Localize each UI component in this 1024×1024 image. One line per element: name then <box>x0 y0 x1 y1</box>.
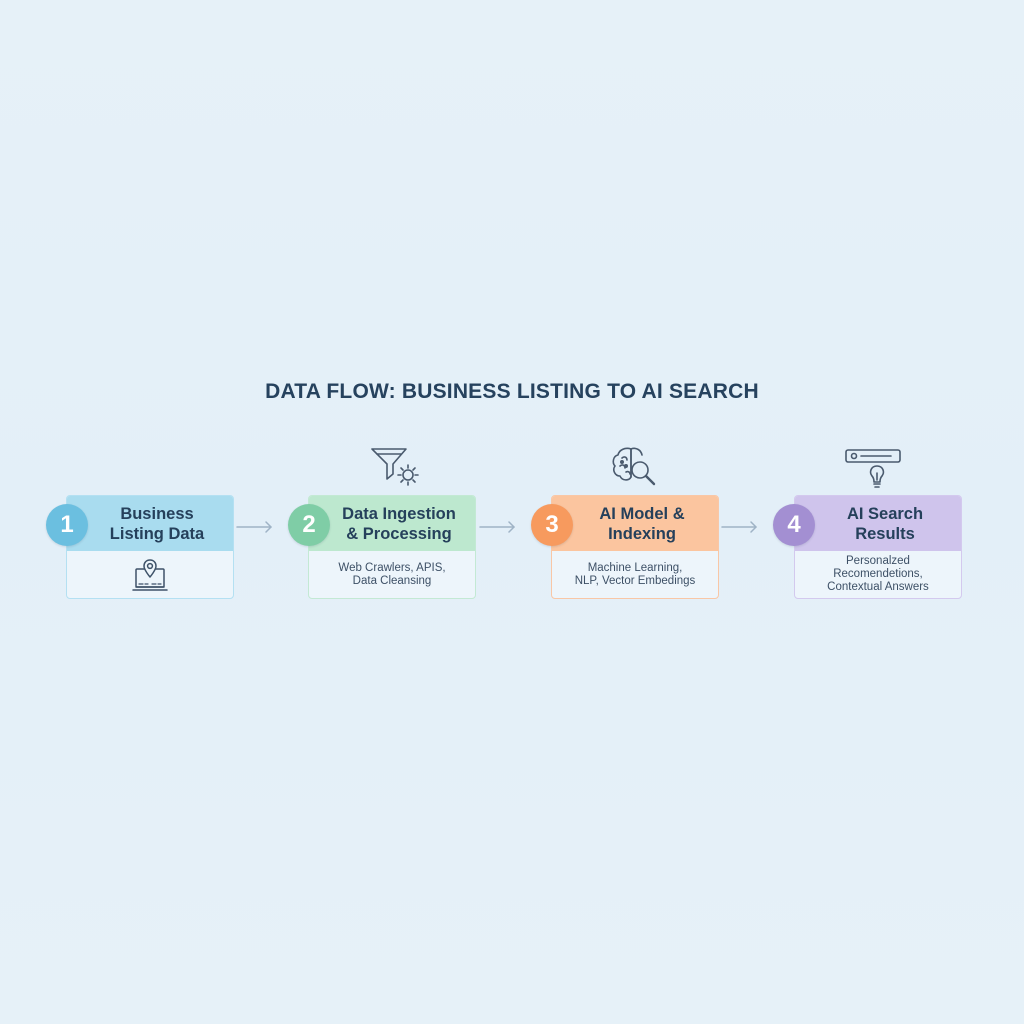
location-pin-laptop-icon <box>130 542 170 608</box>
step-number-badge: 1 <box>46 504 88 546</box>
step-title: AI Model & Indexing <box>599 504 685 543</box>
step-body <box>67 551 233 598</box>
step-title: Business Listing Data <box>109 504 205 543</box>
diagram-title: DATA FLOW: BUSINESS LISTING TO AI SEARCH <box>265 380 759 403</box>
step-header: AI Model & Indexing <box>552 496 718 551</box>
step-card-2: Data Ingestion & Processing Web Crawlers… <box>308 495 476 599</box>
step-description: Personalzed Recomendetions, Contextual A… <box>827 555 929 593</box>
search-bar-lightbulb-icon <box>843 446 903 490</box>
flow-arrow <box>478 518 518 536</box>
flow-arrow <box>235 518 275 536</box>
step-number-badge: 4 <box>773 504 815 546</box>
step-number-badge: 3 <box>531 504 573 546</box>
step-header: Business Listing Data <box>67 496 233 551</box>
step-header: AI Search Results <box>795 496 961 551</box>
step-card-4: AI Search Results Personalzed Recomendet… <box>794 495 962 599</box>
funnel-gear-icon <box>365 446 425 490</box>
step-description: Web Crawlers, APIS, Data Cleansing <box>338 561 446 587</box>
step-number-badge: 2 <box>288 504 330 546</box>
step-description: Machine Learning, NLP, Vector Embedings <box>574 561 696 587</box>
brain-magnifier-icon <box>607 444 667 488</box>
step-title: Data Ingestion & Processing <box>342 504 456 543</box>
flow-arrow <box>720 518 760 536</box>
step-header: Data Ingestion & Processing <box>309 496 475 551</box>
step-card-1: Business Listing Data <box>66 495 234 599</box>
step-title: AI Search Results <box>846 504 924 543</box>
step-card-3: AI Model & Indexing Machine Learning, NL… <box>551 495 719 599</box>
